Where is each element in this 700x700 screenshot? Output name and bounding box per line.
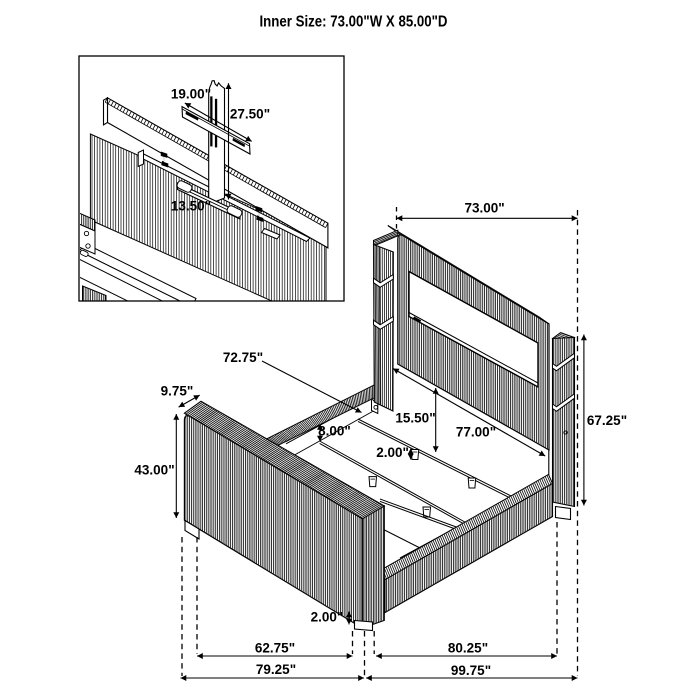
svg-text:77.00": 77.00" [456,425,496,440]
svg-text:9.75": 9.75" [161,384,194,399]
svg-text:13.50": 13.50" [171,199,211,214]
svg-text:2.00": 2.00" [311,610,344,625]
svg-text:2.00": 2.00" [376,445,409,460]
svg-text:79.25": 79.25" [256,662,296,677]
svg-text:72.75": 72.75" [223,350,263,365]
svg-text:43.00": 43.00" [134,463,174,478]
svg-text:62.75": 62.75" [255,641,295,656]
svg-text:15.50": 15.50" [395,411,435,426]
svg-text:19.00": 19.00" [171,87,211,102]
svg-text:27.50": 27.50" [230,107,270,122]
svg-text:8.00": 8.00" [318,424,351,439]
svg-text:73.00": 73.00" [465,201,505,216]
svg-text:Inner Size: 73.00"W X 85.00"D: Inner Size: 73.00"W X 85.00"D [260,14,448,31]
svg-text:99.75": 99.75" [451,663,491,678]
svg-text:67.25": 67.25" [587,413,627,428]
svg-text:80.25": 80.25" [448,641,488,656]
